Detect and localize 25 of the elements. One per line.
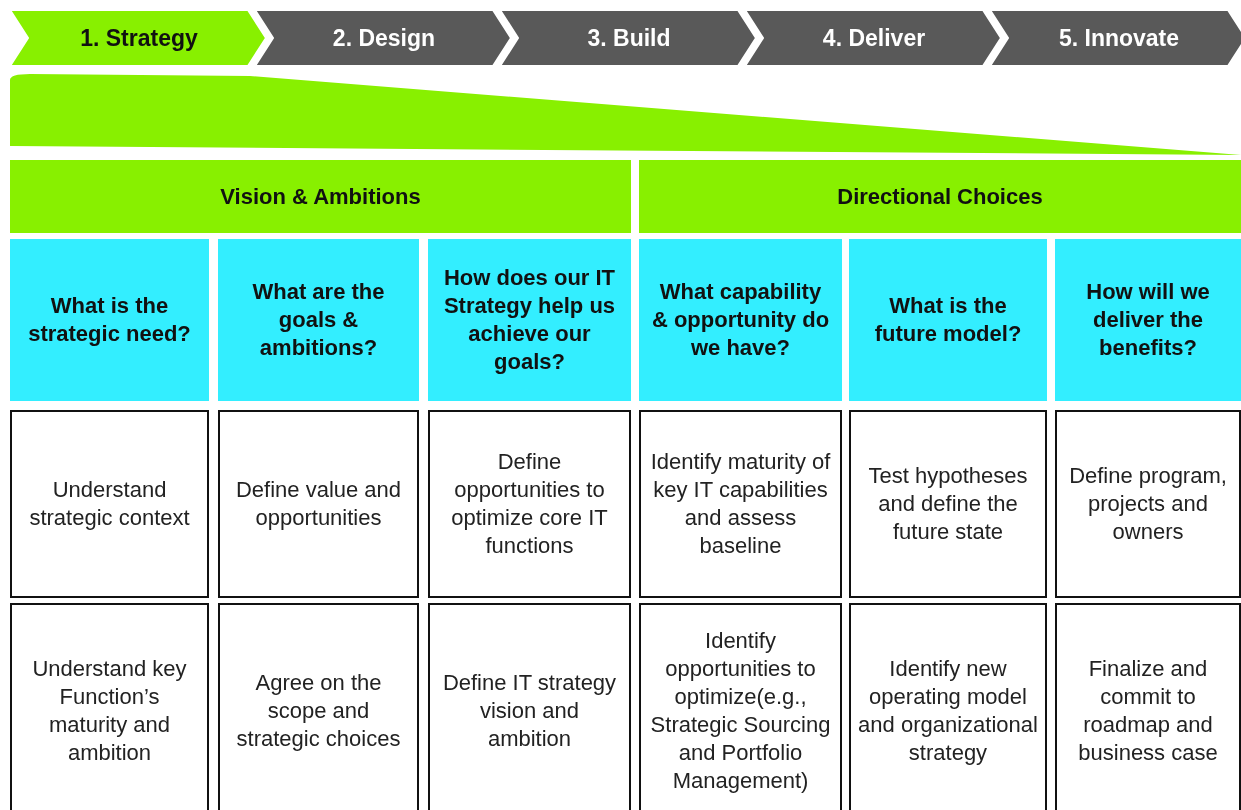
- activity-cell: Identify maturity of key IT capabilities and assess baseline: [639, 410, 842, 598]
- activity-cell: Understand strategic context: [10, 410, 209, 598]
- phase-header: Directional Choices: [639, 160, 1241, 233]
- activity-cell: Test hypotheses and define the future state: [849, 410, 1047, 598]
- step-label: 4. Deliver: [822, 24, 926, 52]
- activity-cell: Define opportunities to optimize core IT functions: [428, 410, 631, 598]
- question-panel: What is the strategic need?: [10, 239, 209, 401]
- question-panel: How will we deliver the benefits?: [1055, 239, 1241, 401]
- activity-cell: Understand key Function’s maturity and ambition: [10, 603, 209, 810]
- activity-cell: Define program, projects and owners: [1055, 410, 1241, 598]
- activity-cell: Identify opportunities to optimize(e.g., Strategic Sourcing and Portfolio Management): [639, 603, 842, 810]
- step-label: 5. Innovate: [1058, 24, 1180, 52]
- activity-cell: Define value and opportunities: [218, 410, 419, 598]
- step-label: 2. Design: [332, 24, 436, 52]
- step-label: 1. Strategy: [80, 24, 198, 52]
- question-panel: What is the future model?: [849, 239, 1047, 401]
- activity-cell: Finalize and commit to roadmap and business case: [1055, 603, 1241, 810]
- phase-header: Vision & Ambitions: [10, 160, 631, 233]
- step-label: 3. Build: [587, 24, 671, 52]
- activity-cell: Identify new operating model and organizational strategy: [849, 603, 1047, 810]
- activity-cell: Define IT strategy vision and ambition: [428, 603, 631, 810]
- question-panel: What capability & opportunity do we have?: [639, 239, 842, 401]
- question-panel: How does our IT Strategy help us achieve our goals?: [428, 239, 631, 401]
- question-panel: What are the goals & ambitions?: [218, 239, 419, 401]
- activity-cell: Agree on the scope and strategic choices: [218, 603, 419, 810]
